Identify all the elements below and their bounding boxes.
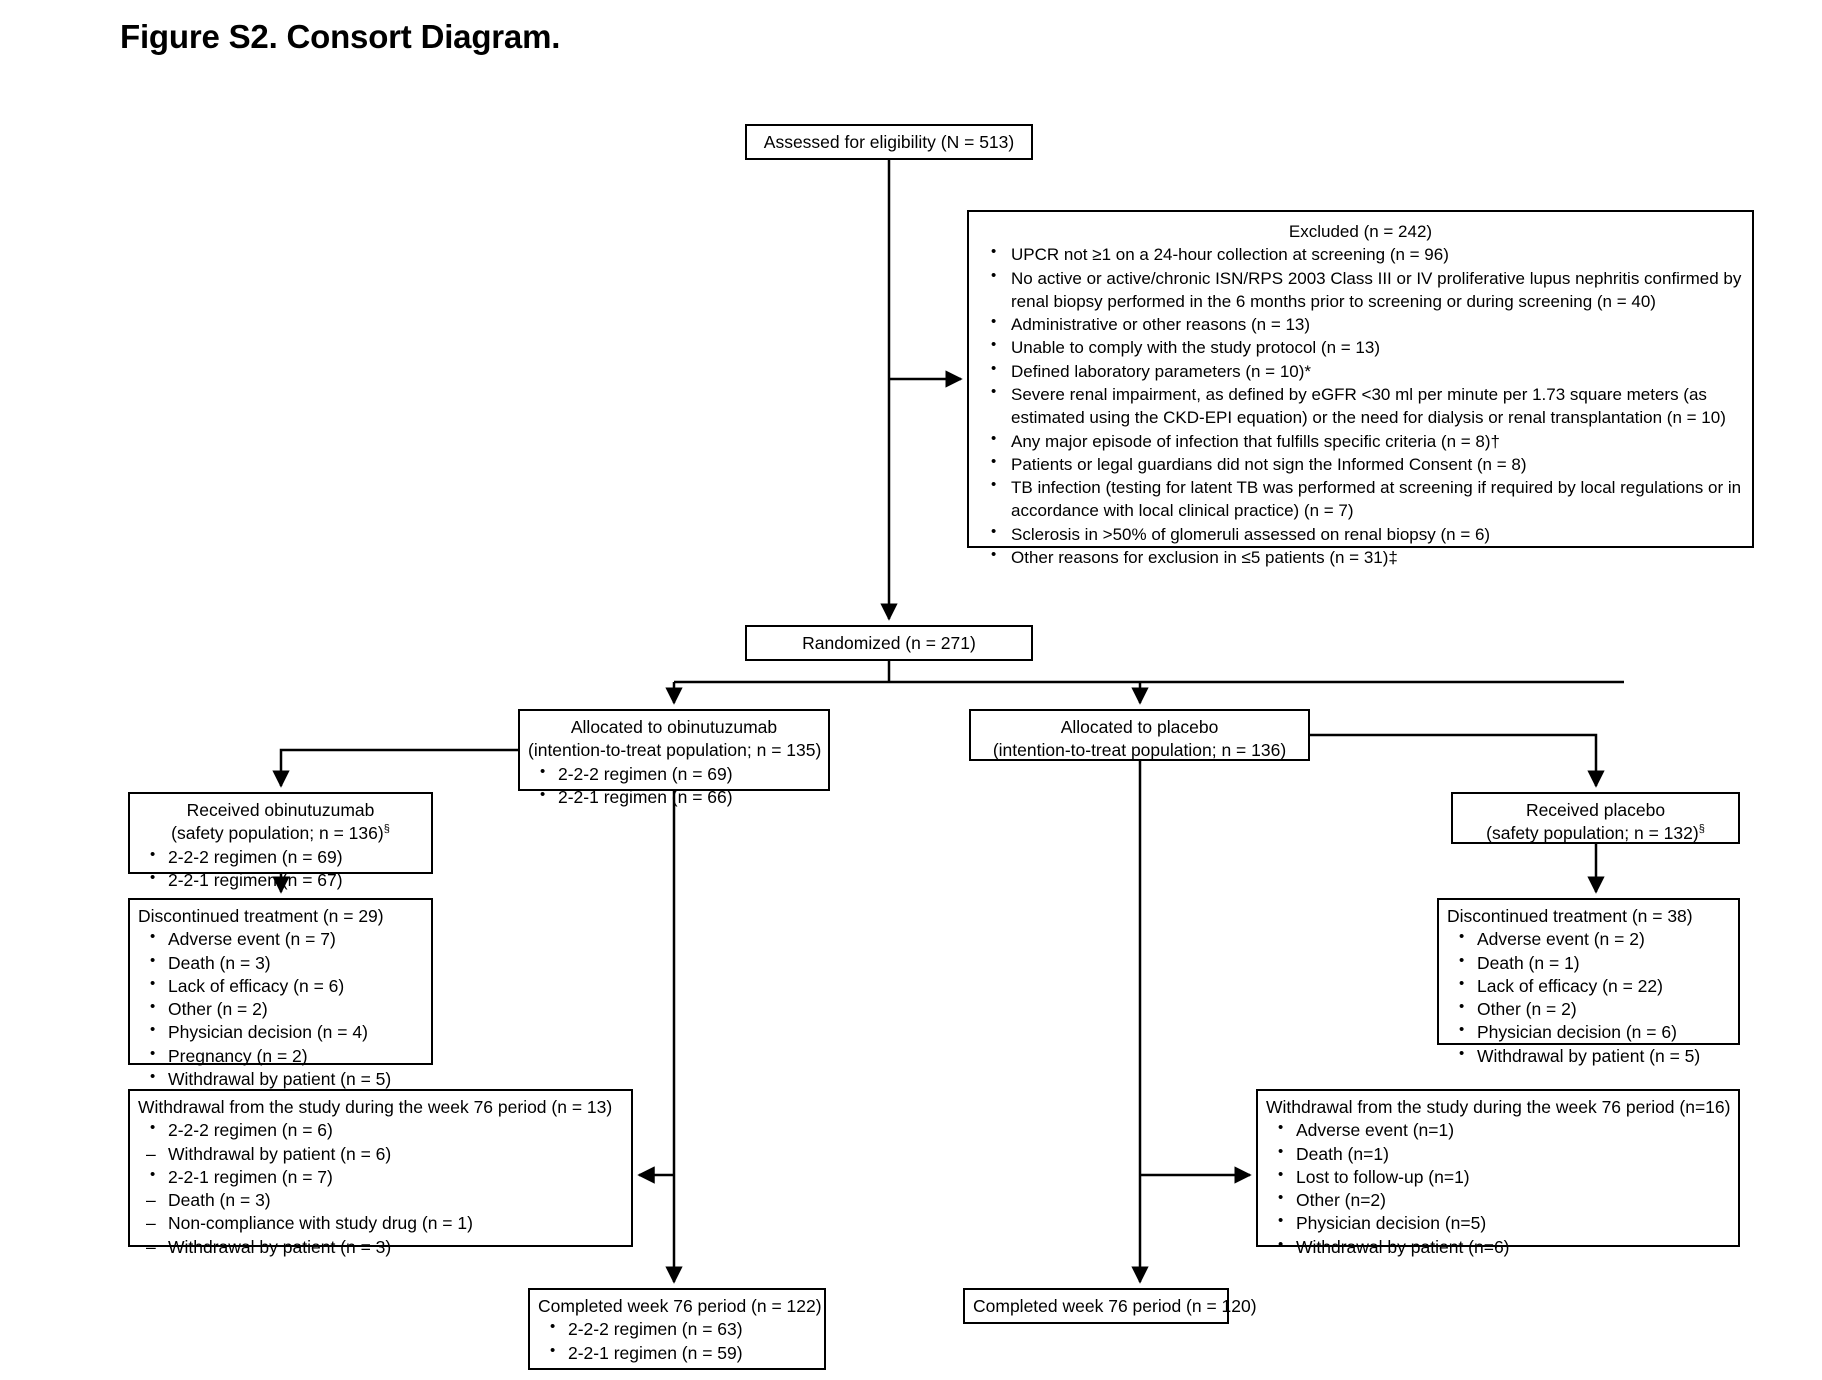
node-discontinued-placebo: Discontinued treatment (n = 38) Adverse … <box>1437 898 1740 1066</box>
list-item: Sclerosis in >50% of glomeruli assessed … <box>977 522 1744 546</box>
disc-obi-list: Adverse event (n = 7) Death (n = 3) Lack… <box>138 927 423 1091</box>
wdr-pbo-heading: Withdrawal from the study during the wee… <box>1266 1097 1731 1117</box>
node-received-placebo: Received placebo (safety population; n =… <box>1451 792 1740 844</box>
list-item: Adverse event (n = 7) <box>138 927 423 951</box>
wdr-obi-list: 2-2-2 regimen (n = 6) Withdrawal by pati… <box>138 1118 623 1259</box>
list-item: Physician decision (n = 4) <box>138 1020 423 1044</box>
list-item: Defined laboratory parameters (n = 10)* <box>977 359 1744 383</box>
list-item: 2-2-2 regimen (n = 6) <box>138 1118 623 1142</box>
recv-pbo-line1: Received placebo <box>1525 800 1666 820</box>
list-item: Withdrawal by patient (n=6) <box>1266 1235 1730 1259</box>
list-item: 2-2-1 regimen (n = 66) <box>528 785 820 809</box>
comp-obi-list: 2-2-2 regimen (n = 63) 2-2-1 regimen (n … <box>538 1317 816 1365</box>
list-item: Other (n = 2) <box>1447 997 1730 1021</box>
wdr-obi-sublist-1: Withdrawal by patient (n = 6) <box>138 1143 623 1167</box>
page-title: Figure S2. Consort Diagram. <box>120 18 561 55</box>
alloc-pbo-line2: (intention-to-treat population; n = 136) <box>992 740 1287 761</box>
edge-alloc-obi-to-received-obi <box>272 748 518 788</box>
list-item: TB infection (testing for latent TB was … <box>977 475 1744 523</box>
alloc-pbo-line1: Allocated to placebo <box>1060 717 1219 737</box>
list-item: Lost to follow-up (n=1) <box>1266 1165 1730 1189</box>
assessed-label: Assessed for eligibility (N = 513) <box>763 132 1015 152</box>
list-item: 2-2-1 regimen (n = 7) <box>138 1165 623 1189</box>
list-item: Lack of efficacy (n = 6) <box>138 974 423 998</box>
list-item: Withdrawal by patient (n = 6) <box>138 1143 623 1167</box>
randomized-label: Randomized (n = 271) <box>802 633 976 653</box>
node-withdrawal-obinutuzumab: Withdrawal from the study during the wee… <box>128 1089 633 1259</box>
list-item: Other (n = 2) <box>138 997 423 1021</box>
list-item: Severe renal impairment, as defined by e… <box>977 382 1744 430</box>
sub-list-wrapper: Death (n = 3) Non-compliance with study … <box>138 1189 623 1259</box>
comp-pbo-heading: Completed week 76 period (n = 120) <box>973 1296 1257 1316</box>
node-discontinued-obinutuzumab: Discontinued treatment (n = 29) Adverse … <box>128 898 433 1089</box>
disc-pbo-list: Adverse event (n = 2) Death (n = 1) Lack… <box>1447 927 1730 1068</box>
list-item: Administrative or other reasons (n = 13) <box>977 312 1744 336</box>
list-item: Other reasons for exclusion in ≤5 patien… <box>977 545 1744 569</box>
excluded-list: UPCR not ≥1 on a 24-hour collection at s… <box>977 242 1744 569</box>
node-received-obinutuzumab: Received obinutuzumab (safety population… <box>128 792 433 890</box>
recv-pbo-line2-text: (safety population; n = 132) <box>1486 823 1699 844</box>
node-randomized: Randomized (n = 271) <box>745 625 1033 661</box>
footnote-marker: § <box>383 823 390 836</box>
recv-pbo-line2: (safety population; n = 132)§ <box>1461 822 1730 845</box>
list-item: Pregnancy (n = 2) <box>138 1044 423 1068</box>
list-item: Unable to comply with the study protocol… <box>977 335 1744 359</box>
node-completed-placebo: Completed week 76 period (n = 120) <box>963 1288 1257 1324</box>
node-completed-obinutuzumab: Completed week 76 period (n = 122) 2-2-2… <box>528 1288 826 1370</box>
list-item: 2-2-2 regimen (n = 69) <box>528 762 820 786</box>
list-item: Adverse event (n = 2) <box>1447 927 1730 951</box>
list-item: Death (n = 3) <box>138 951 423 975</box>
list-item: Death (n = 1) <box>1447 951 1730 975</box>
list-item: Withdrawal by patient (n = 5) <box>1447 1044 1730 1068</box>
recv-obi-line2: (safety population; n = 136)§ <box>138 822 423 845</box>
list-item: 2-2-2 regimen (n = 69) <box>138 845 423 869</box>
wdr-pbo-list: Adverse event (n=1) Death (n=1) Lost to … <box>1266 1118 1730 1259</box>
list-item: Physician decision (n = 6) <box>1447 1020 1730 1044</box>
edge-alloc-pbo-to-received-pbo <box>1310 733 1605 788</box>
list-item: Any major episode of infection that fulf… <box>977 429 1744 453</box>
alloc-obi-line1: Allocated to obinutuzumab <box>570 717 778 737</box>
list-item: UPCR not ≥1 on a 24-hour collection at s… <box>977 242 1744 266</box>
footnote-marker: § <box>1698 823 1705 836</box>
sub-list-wrapper: Withdrawal by patient (n = 6) <box>138 1143 623 1167</box>
wdr-obi-sublist-2: Death (n = 3) Non-compliance with study … <box>138 1189 623 1259</box>
list-item: Lack of efficacy (n = 22) <box>1447 974 1730 998</box>
alloc-obi-list: 2-2-2 regimen (n = 69) 2-2-1 regimen (n … <box>528 762 820 810</box>
recv-obi-line2-text: (safety population; n = 136) <box>171 823 384 844</box>
list-item: Non-compliance with study drug (n = 1) <box>138 1212 623 1236</box>
excluded-heading: Excluded (n = 242) <box>1288 222 1433 241</box>
list-item: Patients or legal guardians did not sign… <box>977 452 1744 476</box>
wdr-obi-heading: Withdrawal from the study during the wee… <box>138 1097 613 1117</box>
list-item: Adverse event (n=1) <box>1266 1118 1730 1142</box>
node-withdrawal-placebo: Withdrawal from the study during the wee… <box>1256 1089 1740 1257</box>
list-item: 2-2-1 regimen (n = 67) <box>138 868 423 892</box>
list-item: Death (n = 3) <box>138 1189 623 1213</box>
node-allocated-placebo: Allocated to placebo (intention-to-treat… <box>969 709 1310 761</box>
recv-obi-line1: Received obinutuzumab <box>186 800 375 820</box>
disc-pbo-heading: Discontinued treatment (n = 38) <box>1447 906 1693 926</box>
list-item: Death (n=1) <box>1266 1142 1730 1166</box>
list-item: No active or active/chronic ISN/RPS 2003… <box>977 266 1744 314</box>
alloc-obi-line2: (intention-to-treat population; n = 135) <box>528 740 822 761</box>
list-item: Physician decision (n=5) <box>1266 1211 1730 1235</box>
node-assessed-for-eligibility: Assessed for eligibility (N = 513) <box>745 124 1033 160</box>
recv-obi-list: 2-2-2 regimen (n = 69) 2-2-1 regimen (n … <box>138 845 423 893</box>
list-item: 2-2-1 regimen (n = 59) <box>538 1341 816 1365</box>
comp-obi-heading: Completed week 76 period (n = 122) <box>538 1296 822 1316</box>
node-allocated-obinutuzumab: Allocated to obinutuzumab (intention-to-… <box>518 709 830 807</box>
list-item: Withdrawal by patient (n = 3) <box>138 1236 623 1260</box>
node-excluded: Excluded (n = 242) UPCR not ≥1 on a 24-h… <box>967 210 1754 567</box>
list-item: Withdrawal by patient (n = 5) <box>138 1067 423 1091</box>
list-item: 2-2-2 regimen (n = 63) <box>538 1317 816 1341</box>
list-item: Other (n=2) <box>1266 1188 1730 1212</box>
disc-obi-heading: Discontinued treatment (n = 29) <box>138 906 384 926</box>
